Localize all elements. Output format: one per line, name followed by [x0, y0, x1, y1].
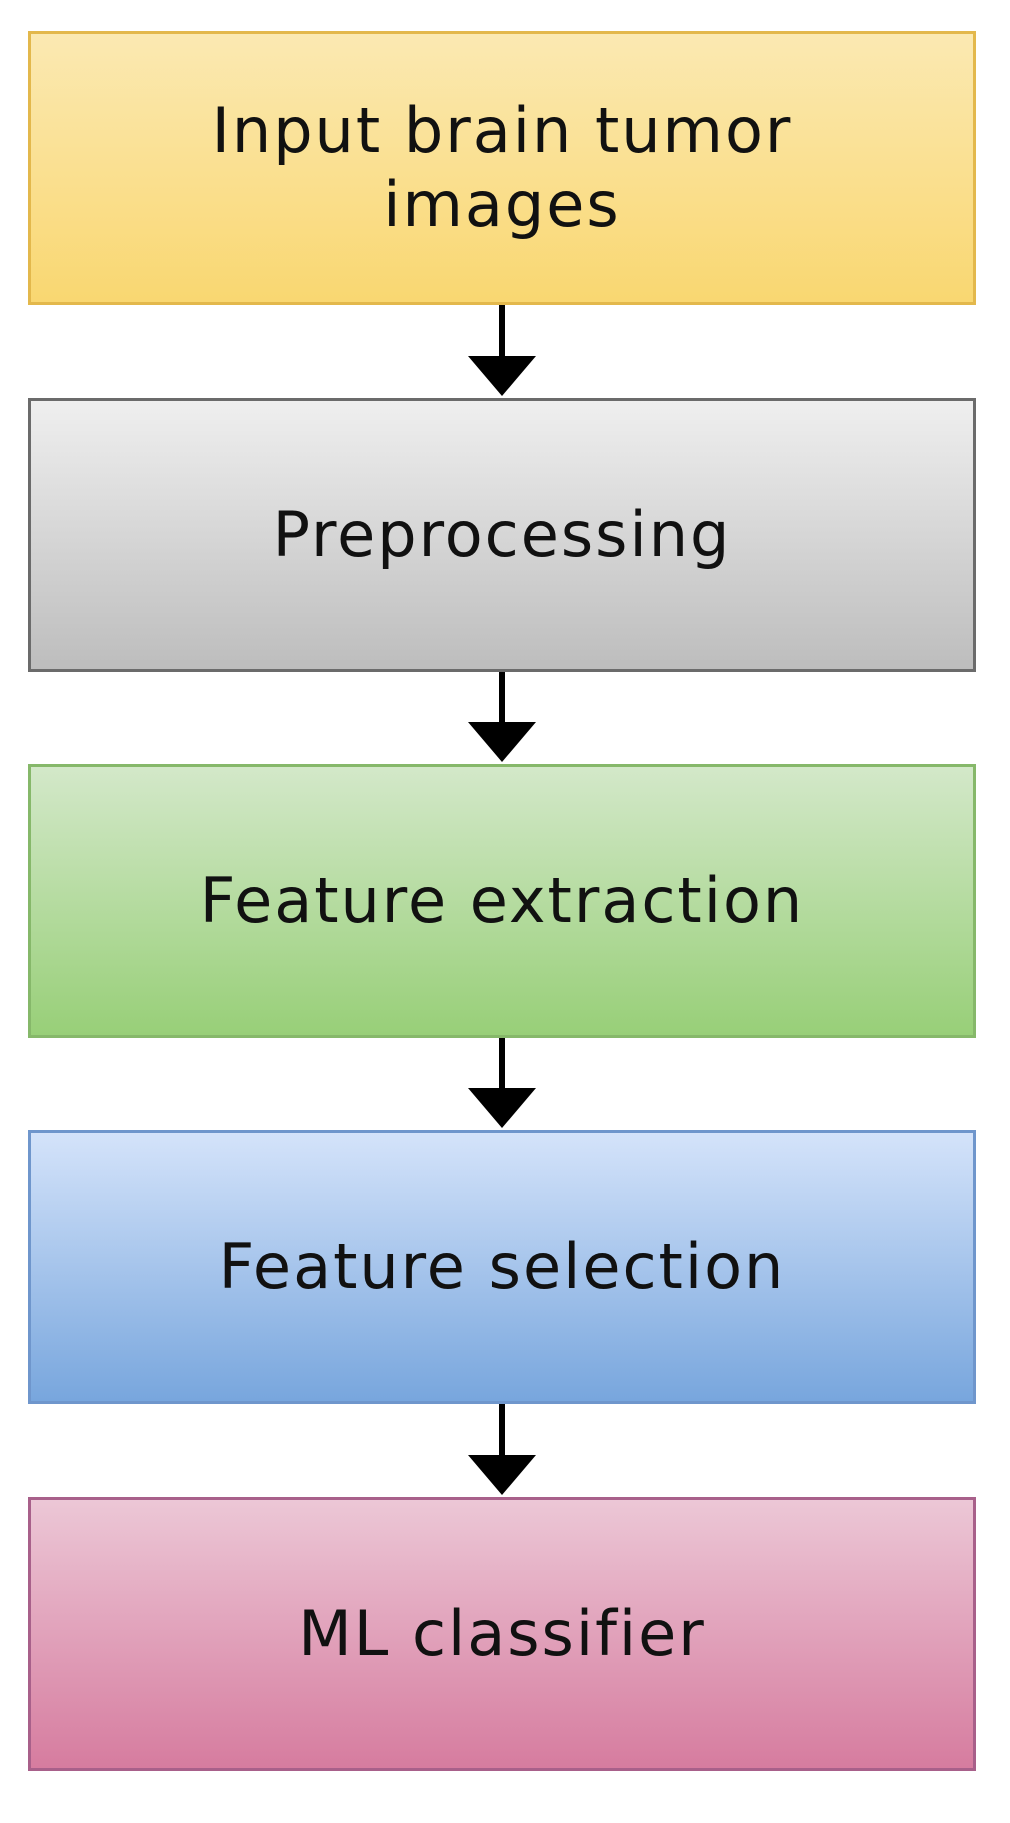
step-feature-selection-label: Feature selection	[218, 1229, 786, 1303]
step-preprocessing-label: Preprocessing	[272, 497, 732, 571]
step-feature-extraction-label: Feature extraction	[199, 863, 805, 937]
arrow-input-to-preprocessing	[468, 305, 536, 396]
arrow-selection-to-classifier	[468, 1404, 536, 1495]
step-preprocessing: Preprocessing	[28, 398, 976, 672]
step-input-images-label: Input brain tumor images	[211, 93, 793, 241]
step-feature-extraction: Feature extraction	[28, 764, 976, 1038]
step-ml-classifier-label: ML classifier	[298, 1596, 706, 1670]
step-ml-classifier: ML classifier	[28, 1497, 976, 1771]
step-feature-selection: Feature selection	[28, 1130, 976, 1404]
step-input-images: Input brain tumor images	[28, 31, 976, 305]
arrow-extraction-to-selection	[468, 1038, 536, 1128]
arrow-preprocessing-to-extraction	[468, 672, 536, 762]
